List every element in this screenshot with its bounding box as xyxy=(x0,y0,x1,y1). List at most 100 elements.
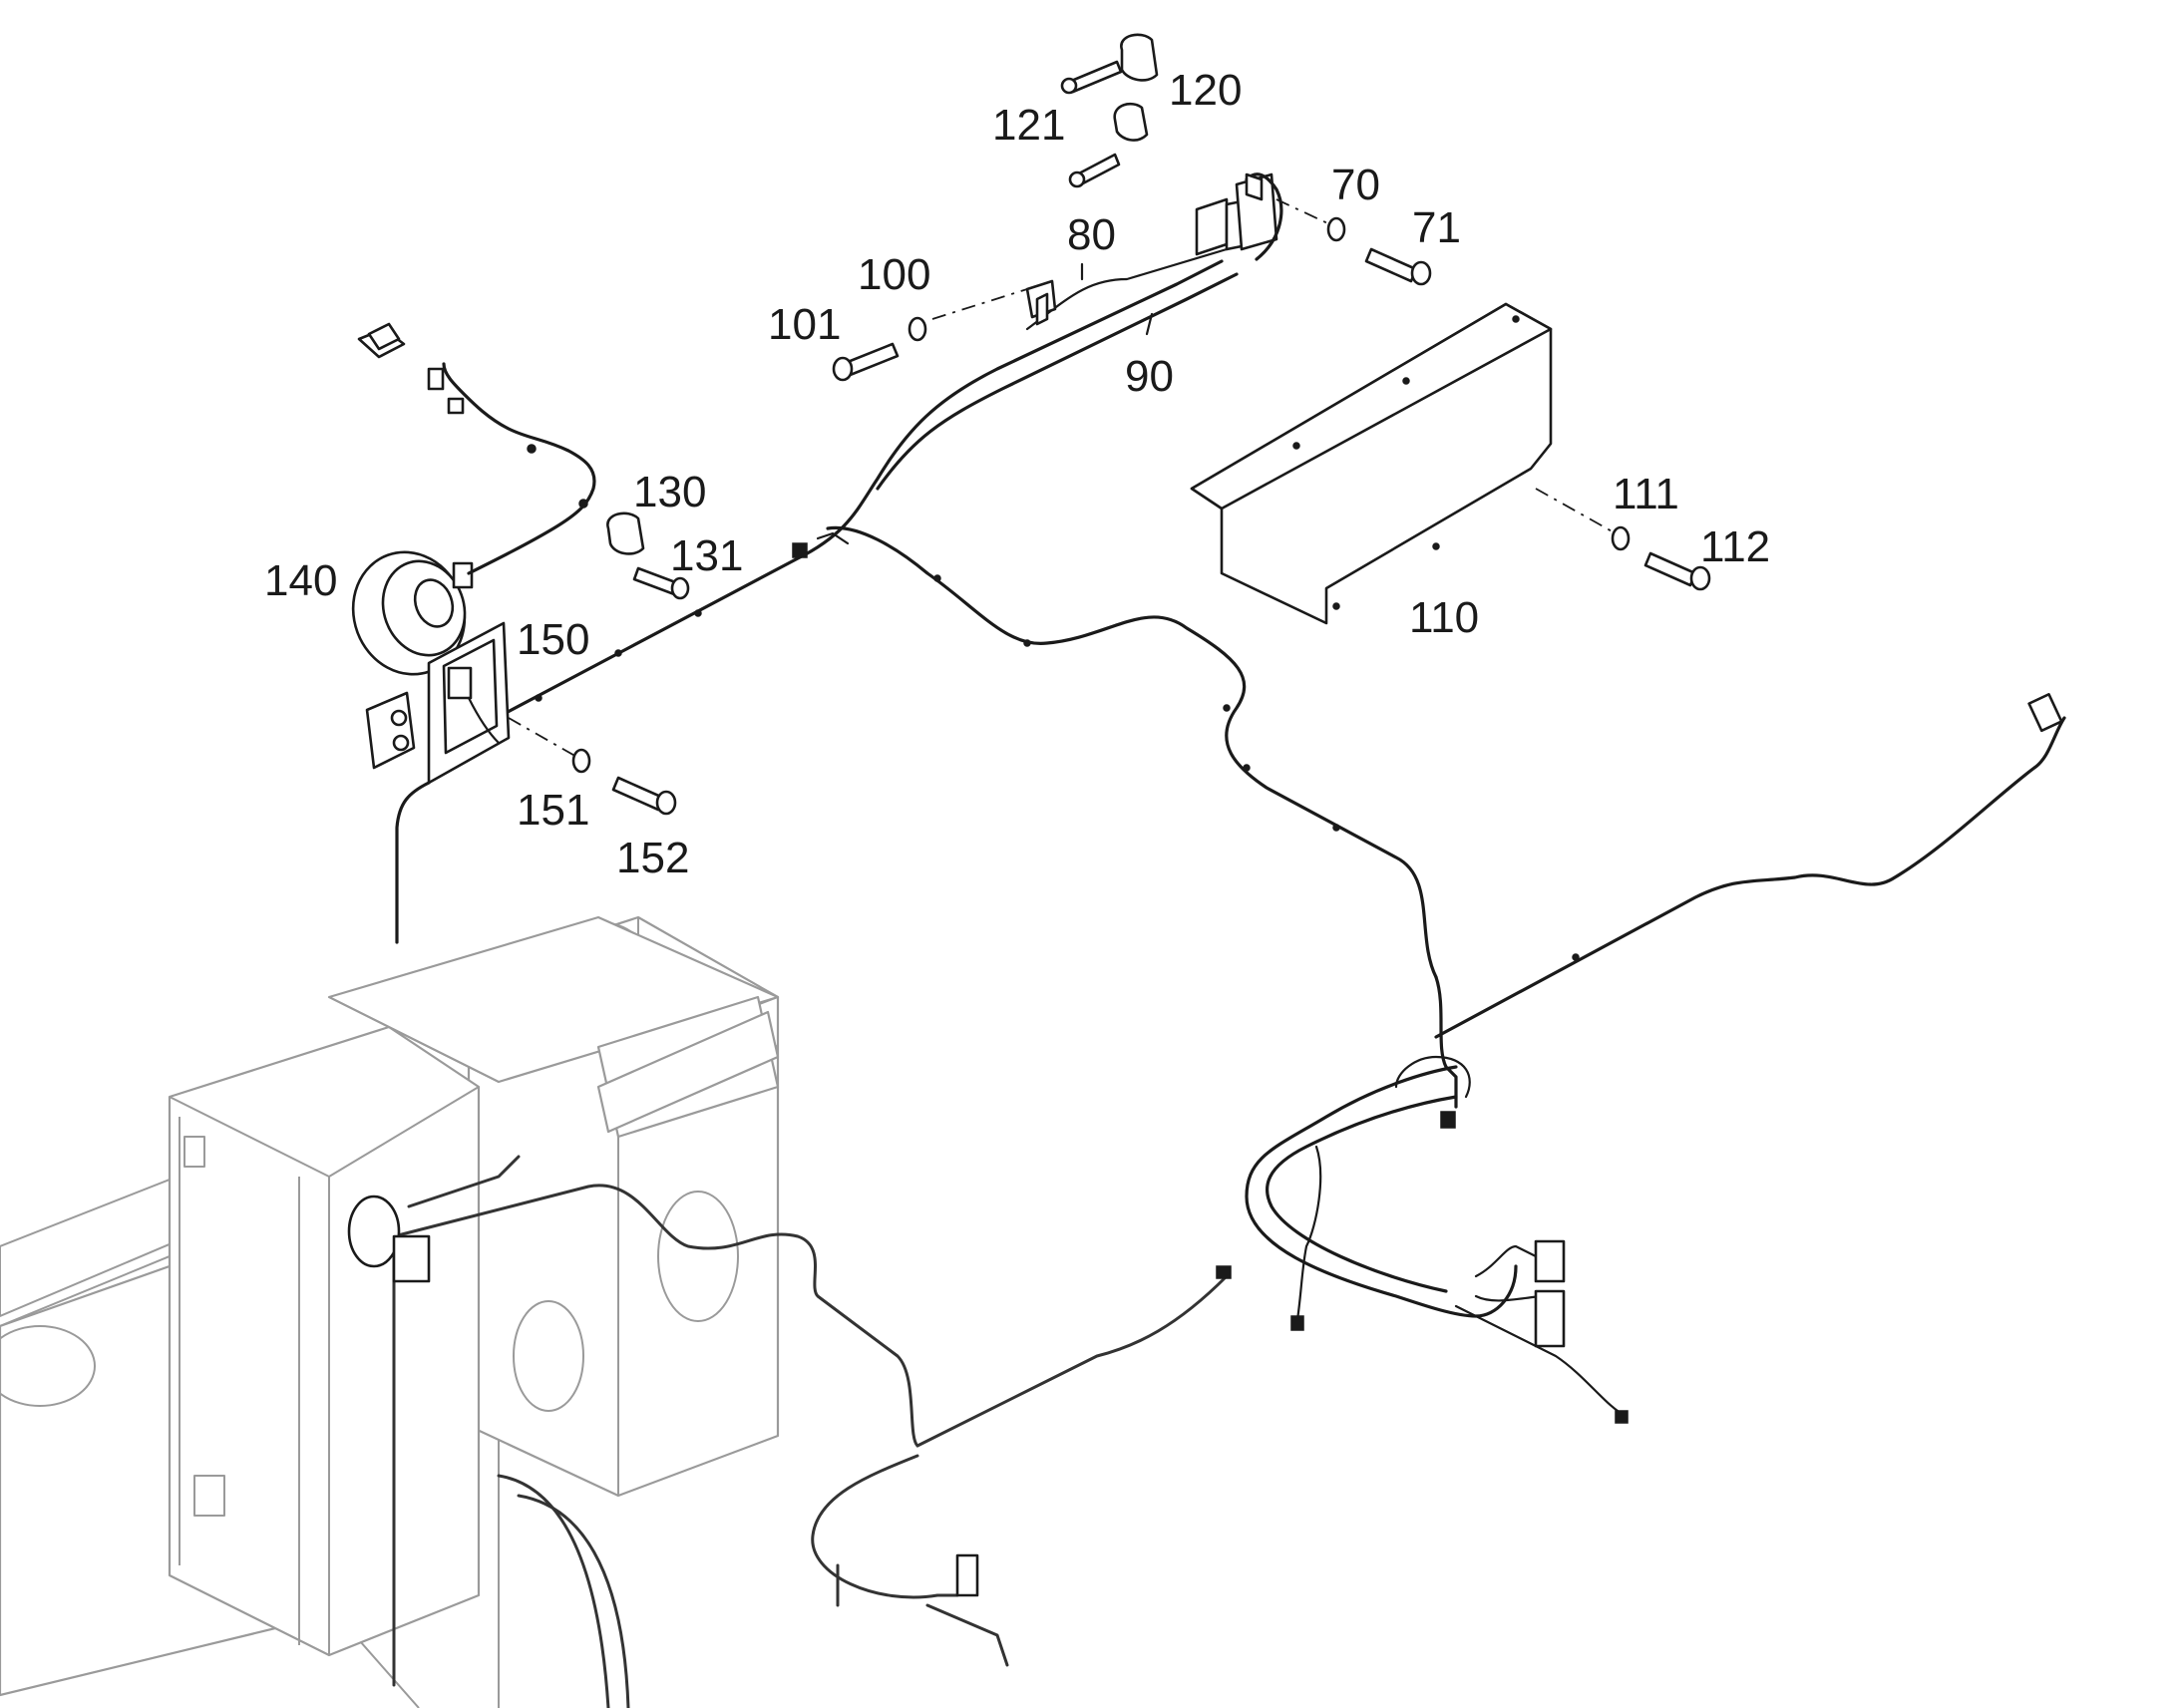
harness-trunk-down xyxy=(826,525,1438,979)
mount-clip-90-b xyxy=(1035,292,1049,326)
cover-plate-110 xyxy=(1190,302,1553,625)
connector-block-lower xyxy=(1534,1289,1566,1348)
ghost-connector-block xyxy=(955,1553,979,1597)
clamp-121 xyxy=(1113,103,1149,142)
callout-101: 101 xyxy=(768,300,841,349)
sensor-clip-1 xyxy=(527,444,537,454)
horn-140-assembly xyxy=(351,322,596,676)
bracket-70-tab xyxy=(1245,172,1264,201)
callout-71: 71 xyxy=(1412,203,1461,252)
harness-trunk-upper-2 xyxy=(876,272,1239,491)
sensor-clip-2 xyxy=(578,499,588,509)
ghost-connector xyxy=(1216,1265,1232,1279)
bolt-112-head xyxy=(1689,565,1711,591)
ghost-bracket xyxy=(392,1234,431,1283)
harness-loop-inner xyxy=(1265,1095,1458,1293)
clamp-120 xyxy=(1120,33,1159,82)
clamp-130 xyxy=(606,512,645,555)
callout-120: 120 xyxy=(1169,66,1242,115)
machine-column-slot-2 xyxy=(193,1475,225,1517)
bolt-121-head xyxy=(1068,171,1086,188)
main-wire-harness xyxy=(457,217,2066,1424)
machine-base-port xyxy=(0,1325,96,1407)
callout-111: 111 xyxy=(1613,470,1679,518)
washer-70 xyxy=(1326,216,1346,242)
bracket-80 xyxy=(1195,197,1229,256)
callout-70: 70 xyxy=(1331,161,1380,209)
washer-151 xyxy=(571,748,591,774)
harness-right-branch xyxy=(1434,716,2066,1039)
bolt-152 xyxy=(611,776,665,812)
fastener-111-112 xyxy=(1535,488,1711,591)
axis-line-111 xyxy=(1535,488,1617,534)
harness-clip-set xyxy=(535,574,1580,961)
connector-loop-drop-end xyxy=(1290,1315,1304,1331)
cover-110-hole-4 xyxy=(1332,602,1340,610)
sensor-plug xyxy=(427,367,445,391)
callout-152: 152 xyxy=(616,834,689,882)
bolt-112 xyxy=(1643,551,1697,587)
callout-121: 121 xyxy=(992,101,1065,150)
axis-line-151 xyxy=(508,717,579,759)
fastener-151-152 xyxy=(508,717,677,816)
callout-112: 112 xyxy=(1700,522,1770,571)
fastener-100-101 xyxy=(832,316,927,382)
washer-111 xyxy=(1611,525,1631,551)
bracket-150-downlead xyxy=(395,781,431,944)
bracket-top-cable xyxy=(1245,172,1283,261)
sensor-lead-wire xyxy=(442,362,596,575)
connector-riser-clip xyxy=(1440,1111,1456,1129)
machine-hose xyxy=(497,1474,610,1708)
machine-ghost-assembly xyxy=(0,915,1232,1708)
ghost-control-box xyxy=(596,1010,780,1134)
machine-tall-column-edges xyxy=(169,1086,480,1655)
bolt-152-head xyxy=(655,790,677,816)
harness-loop-drop xyxy=(1294,1145,1322,1328)
ghost-horn xyxy=(347,1195,401,1268)
machine-top-plate xyxy=(327,915,780,1084)
bolt-101-head xyxy=(832,356,854,382)
clamp-120-assembly xyxy=(1060,33,1159,188)
callout-90: 90 xyxy=(1125,352,1174,401)
machine-side-port xyxy=(657,1191,739,1322)
callout-151: 151 xyxy=(517,786,589,835)
sensor-grommet xyxy=(447,397,465,415)
callout-130: 130 xyxy=(633,468,706,516)
machine-tall-column xyxy=(168,1025,481,1657)
machine-column-slot xyxy=(183,1136,205,1168)
connector-right-end xyxy=(2027,693,2063,733)
sensor-cap xyxy=(367,322,401,351)
relay-box xyxy=(365,691,416,770)
callout-150: 150 xyxy=(517,615,589,664)
cover-110-hole-5 xyxy=(1432,542,1440,550)
bolt-71-head xyxy=(1410,260,1432,286)
horn-140-center xyxy=(413,578,455,628)
top-connector-bracket-group xyxy=(931,172,1337,336)
cover-110-hole-3 xyxy=(1512,315,1520,323)
ghost-harness-branch xyxy=(915,1274,1229,1448)
callout-140: 140 xyxy=(264,556,337,605)
clamp-130-assembly xyxy=(606,512,690,600)
ghost-harness-main xyxy=(392,1184,919,1448)
connector-tail-end xyxy=(1615,1410,1629,1424)
harness-trunk-down-2 xyxy=(816,531,850,545)
cover-110-hole-1 xyxy=(1292,442,1300,450)
harness-bottom-loop xyxy=(1245,1065,1518,1318)
cover-110-top xyxy=(1190,302,1553,511)
callout-labels: 120 121 70 71 80 100 101 90 130 131 140 … xyxy=(264,66,1770,882)
harness-upper-u xyxy=(1394,1055,1471,1099)
bracket-150-assembly xyxy=(365,621,511,944)
machine-side-port-2 xyxy=(513,1300,584,1412)
ghost-harness-loop xyxy=(811,1454,959,1599)
relay-box-port-1 xyxy=(390,709,408,727)
ghost-harness-tail xyxy=(836,1563,1009,1667)
horn-140-terminal xyxy=(452,561,474,589)
callout-131: 131 xyxy=(670,531,743,580)
ghost-harness-riser xyxy=(392,1155,521,1687)
bolt-71 xyxy=(1364,247,1418,283)
bracket-150-relay xyxy=(447,666,473,700)
washer-100 xyxy=(908,316,927,342)
bracket-150-inner-lead xyxy=(467,696,501,745)
